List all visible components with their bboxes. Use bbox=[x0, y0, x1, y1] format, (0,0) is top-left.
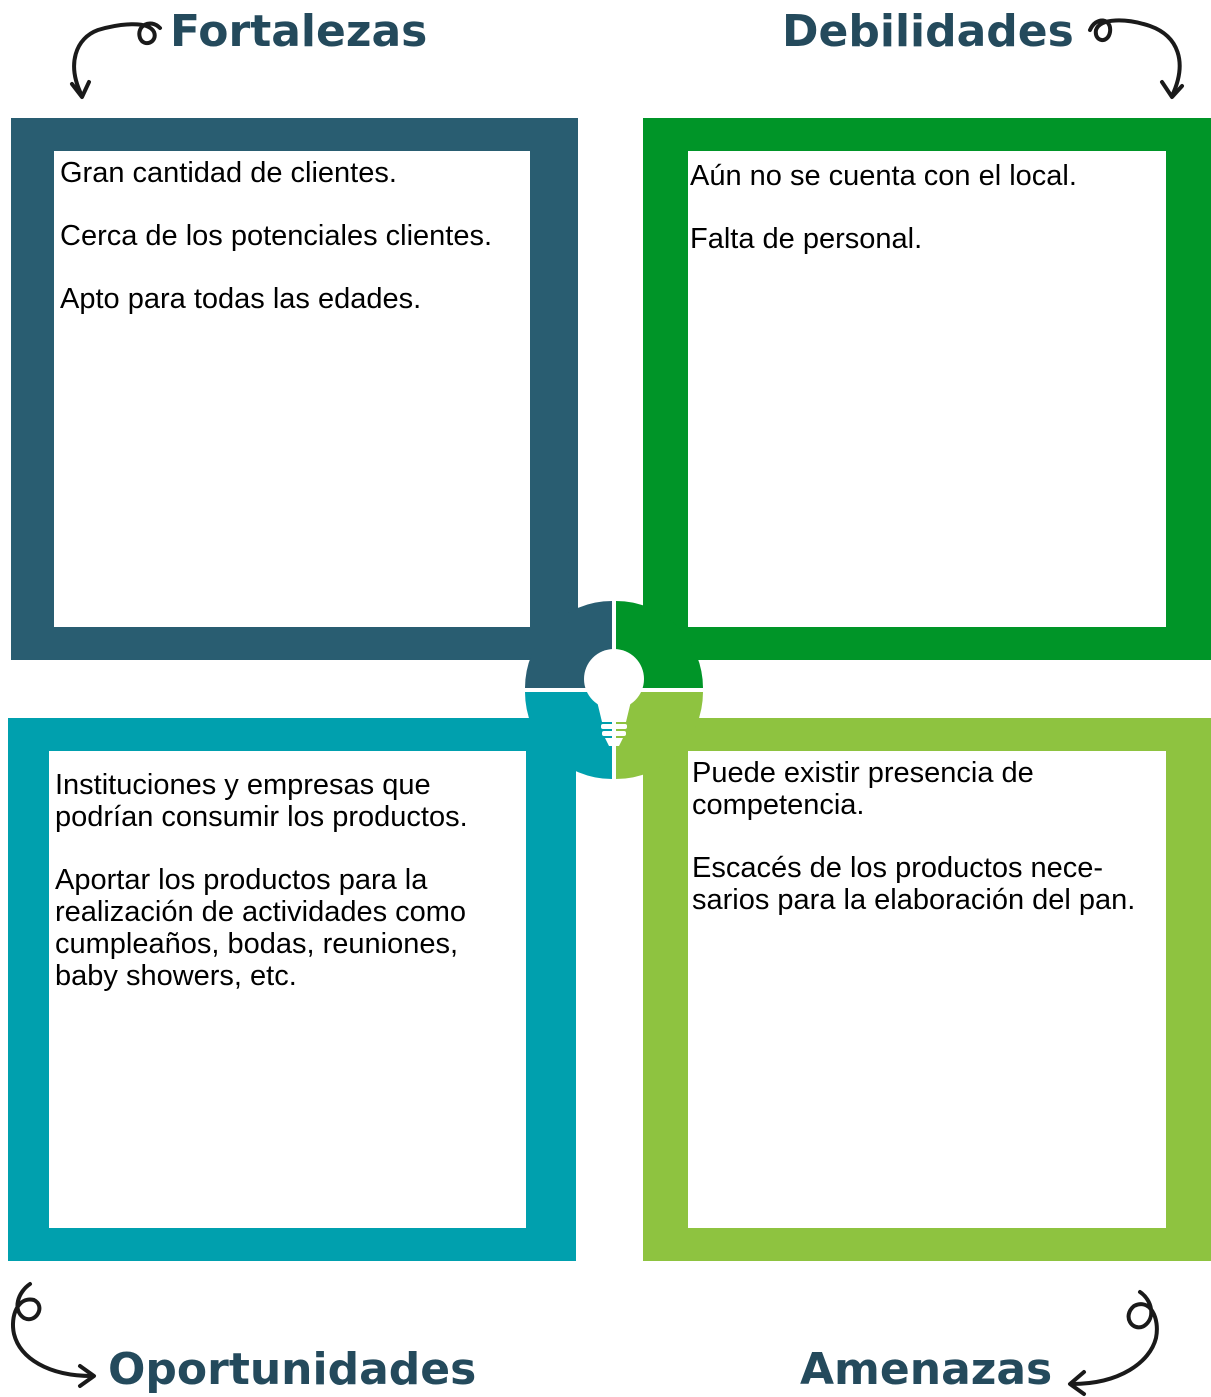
amenazas-text-box: Puede existir presencia de competencia. … bbox=[688, 751, 1166, 1228]
curly-arrow-icon bbox=[11, 1282, 96, 1388]
amenazas-title: Amenazas bbox=[800, 1344, 1053, 1395]
curly-arrow-icon bbox=[1088, 18, 1184, 99]
amenazas-item: Puede existir presencia de competencia. bbox=[692, 757, 1034, 821]
oportunidades-title: Oportunidades bbox=[108, 1344, 477, 1395]
debilidades-frame: Aún no se cuenta con el local. Falta de … bbox=[643, 118, 1211, 660]
fortalezas-title: Fortalezas bbox=[170, 6, 428, 57]
debilidades-item: Falta de personal. bbox=[690, 223, 923, 255]
amenazas-item: Escacés de los productos nece-sarios par… bbox=[692, 852, 1136, 916]
amenazas-frame: Puede existir presencia de competencia. … bbox=[643, 718, 1211, 1261]
curly-arrow-icon bbox=[1068, 1290, 1159, 1396]
fortalezas-frame: Gran cantidad de clientes. Cerca de los … bbox=[11, 118, 578, 660]
fortalezas-item: Gran cantidad de clientes. bbox=[60, 157, 397, 189]
oportunidades-item: Aportar los productos para la realizació… bbox=[55, 864, 467, 992]
debilidades-item: Aún no se cuenta con el local. bbox=[690, 160, 1077, 192]
fortalezas-text-box: Gran cantidad de clientes. Cerca de los … bbox=[54, 151, 530, 627]
oportunidades-item: Instituciones y empresas que podrían con… bbox=[55, 769, 468, 833]
fortalezas-item: Apto para todas las edades. bbox=[60, 283, 422, 315]
debilidades-title: Debilidades bbox=[782, 6, 1074, 57]
oportunidades-frame: Instituciones y empresas que podrían con… bbox=[8, 718, 576, 1261]
oportunidades-text-box: Instituciones y empresas que podrían con… bbox=[49, 751, 526, 1228]
debilidades-text-box: Aún no se cuenta con el local. Falta de … bbox=[688, 151, 1166, 627]
lightbulb-icon bbox=[584, 649, 644, 746]
curly-arrow-icon bbox=[70, 21, 162, 99]
fortalezas-item: Cerca de los potenciales clientes. bbox=[60, 220, 493, 252]
